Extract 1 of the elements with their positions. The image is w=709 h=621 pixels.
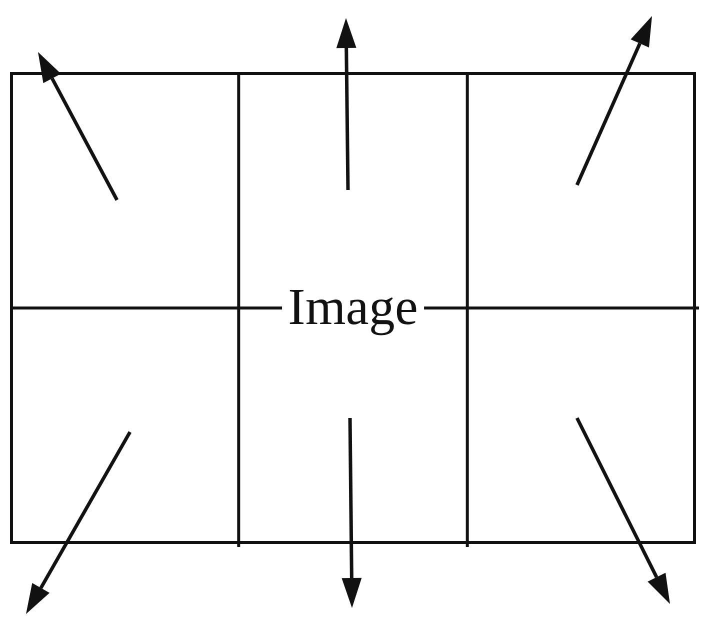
image-frame bbox=[10, 72, 696, 544]
